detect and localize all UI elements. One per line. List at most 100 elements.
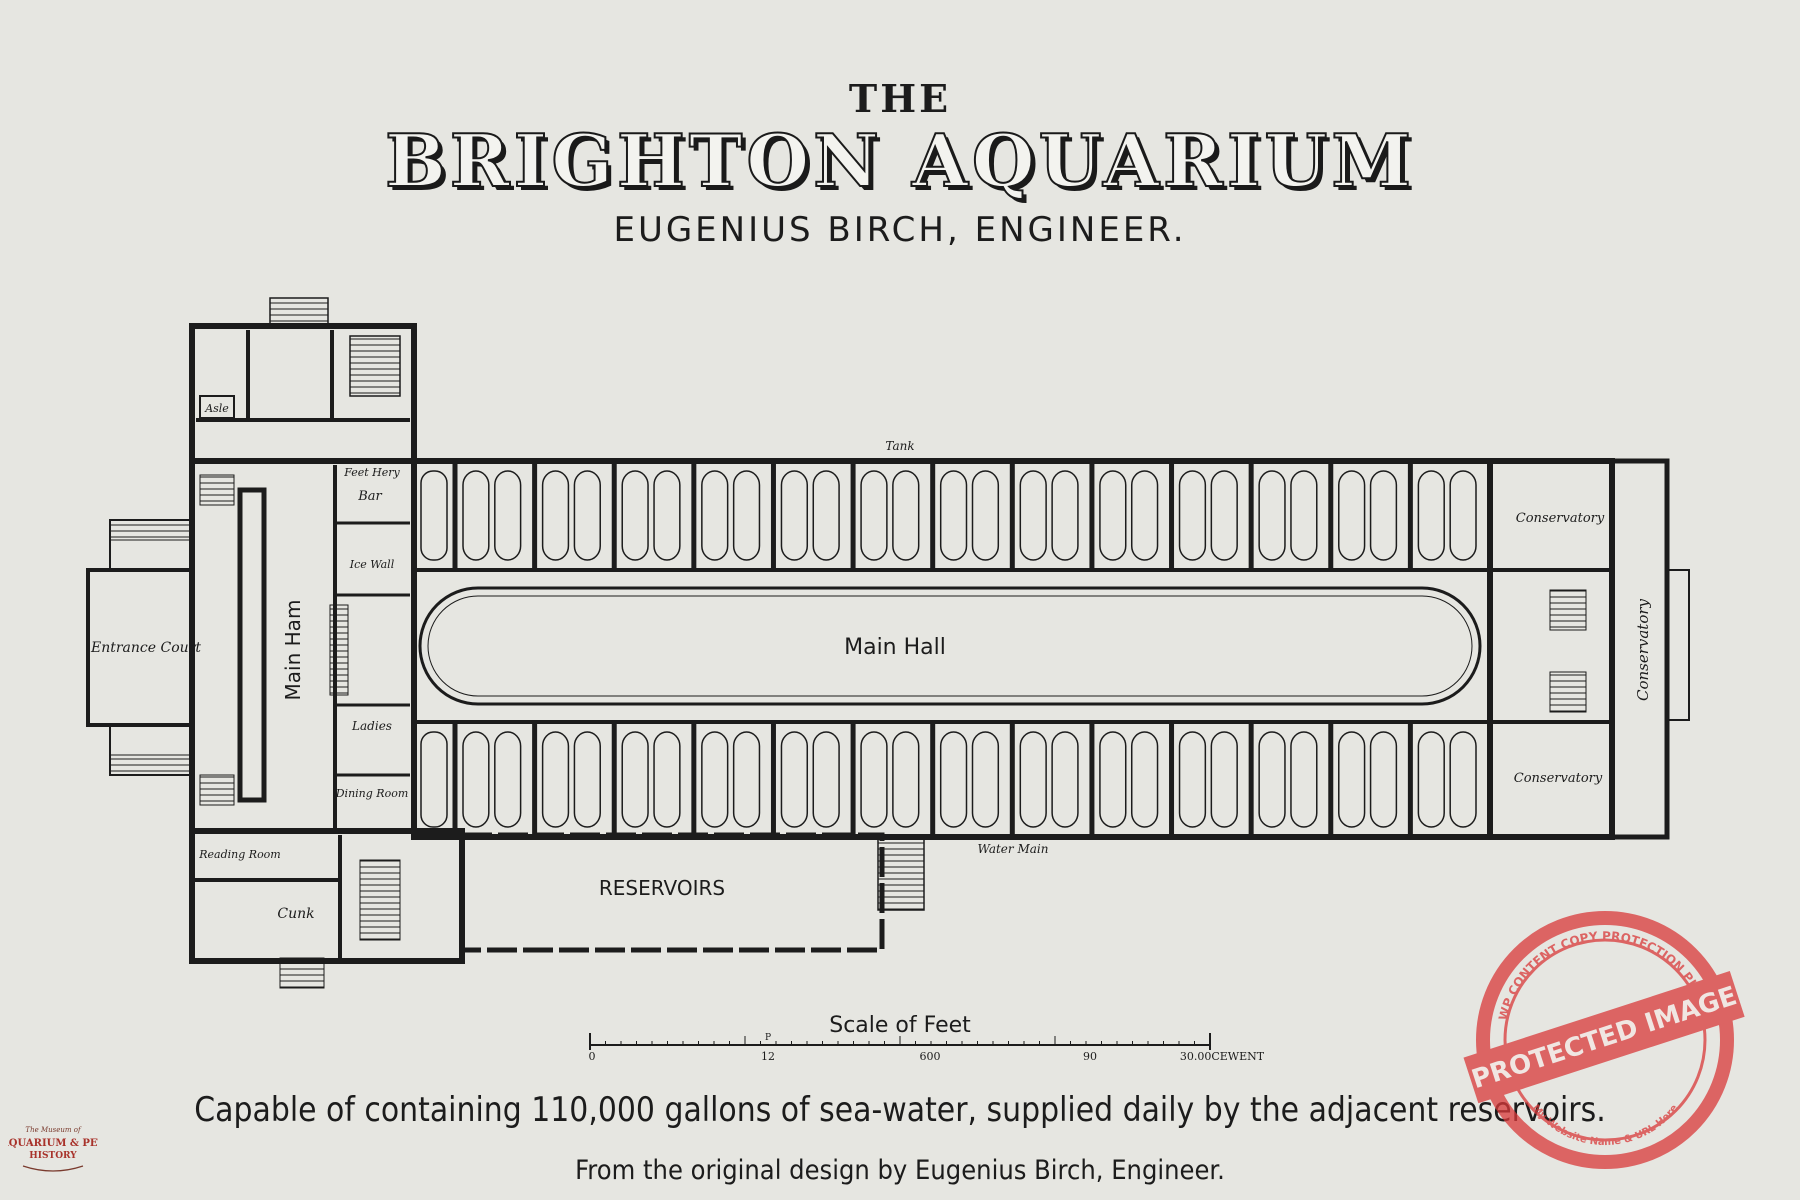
stamp-banner: PROTECTED IMAGE [1468,981,1740,1095]
scale-tick-label: 12 [761,1050,775,1063]
tank [494,731,522,828]
tank [1178,470,1207,561]
tank [1099,731,1127,828]
bar-label: Bar [357,489,382,504]
tank [971,731,1000,828]
subtitle-engineer: EUGENIUS BIRCH, ENGINEER. [613,210,1187,250]
scale-tick-label: 30.00CEWENT [1180,1050,1265,1063]
tank [1449,470,1477,561]
main-hall-promenade [418,586,1482,706]
watermark-stamp: WP CONTENT COPY PROTECTION PLUGIN My Web… [1463,911,1745,1169]
tank [812,470,840,561]
tank [1290,470,1318,561]
scale-tick-label: 90 [1083,1050,1097,1063]
east-wing [1487,458,1690,840]
caption-credit: From the original design by Eugenius Bir… [575,1155,1225,1186]
tank [462,470,490,561]
tank [1051,731,1079,828]
tank [1449,731,1477,828]
tank [780,470,809,561]
caption-capacity: Capable of containing 110,000 gallons of… [194,1090,1606,1130]
end-tank [420,731,448,828]
reading-room-label: Reading Room [198,848,281,861]
tank [732,731,761,828]
main-hall-label: Main Hall [844,635,946,660]
tank [860,470,888,561]
stamp-ring-bottom: My Website Name & URL Here [1530,1103,1681,1148]
tank [541,731,570,828]
logo-line1: The Museum of [25,1126,82,1134]
tank [1019,470,1047,561]
tank [939,731,968,828]
tank [1338,470,1366,561]
conservatory-top-label: Conservatory [1516,511,1605,526]
north-annex [189,297,417,464]
tank [701,470,729,561]
tanks-top-row [420,461,1493,570]
scale-bar [589,1033,1211,1050]
tank [494,470,522,561]
tank [1369,731,1398,828]
ladies-label: Ladies [351,719,392,733]
tank [1130,731,1159,828]
tank [1338,731,1366,828]
tank [621,470,649,561]
tank [621,731,649,828]
scale-tick-label: 0 [589,1050,596,1063]
scale-mid-mark: P [765,1033,771,1043]
tank [1417,731,1445,828]
scale-tick-label: 600 [920,1050,941,1063]
tank [892,470,920,561]
tank [1051,470,1079,561]
entrance-court-label: Entrance Court [90,640,201,656]
tank [939,470,968,561]
tank [1019,731,1047,828]
tank [1258,731,1286,828]
entrance-court-structure [86,519,194,776]
tank [860,731,888,828]
tank [1130,470,1159,561]
water-main-label: Water Main [978,842,1049,856]
tank [1417,470,1445,561]
entrance-label: Entrance Court [90,640,201,656]
logo-line3: HISTORY [29,1151,77,1161]
dining-room-label: Dining Room [335,787,409,800]
tank [1210,731,1238,828]
tank [701,731,729,828]
conservatory-bottom-label: Conservatory [1514,771,1603,786]
tank [573,470,601,561]
ice-wall-label: Ice Wall [349,558,395,571]
tank [1258,470,1286,561]
tank [732,470,761,561]
end-tank [420,470,448,561]
tank [653,731,681,828]
page-title: BRIGHTON AQUARIUM [384,117,1416,204]
conservatory-right-label: Conservatory [1634,598,1652,701]
tank [971,470,1000,561]
tank [1178,731,1207,828]
tank-label: Tank [885,439,914,453]
tank [573,731,601,828]
asle-label: Asle [204,402,229,415]
reservoirs-label: RESERVOIRS [599,876,725,900]
tank [541,470,570,561]
feet-hery-label: Feet Hery [343,466,400,479]
tank [1210,470,1238,561]
tank [1290,731,1318,828]
svg-text:My Website Name & URL Here: My Website Name & URL Here [1530,1103,1681,1148]
tank [1099,470,1127,561]
southwest-block [189,828,465,989]
tank [653,470,681,561]
tank [1369,470,1398,561]
title-prefix: THE [848,76,952,121]
cunk-label: Cunk [277,906,314,922]
tank [812,731,840,828]
scale-title: Scale of Feet [829,1013,971,1038]
main-ham-label: Main Ham [281,600,305,701]
tank [462,731,490,828]
tanks-bottom-row [420,722,1493,837]
logo-line2: AQUARIUM & PET [8,1138,98,1149]
tank [780,731,809,828]
tank [892,731,920,828]
